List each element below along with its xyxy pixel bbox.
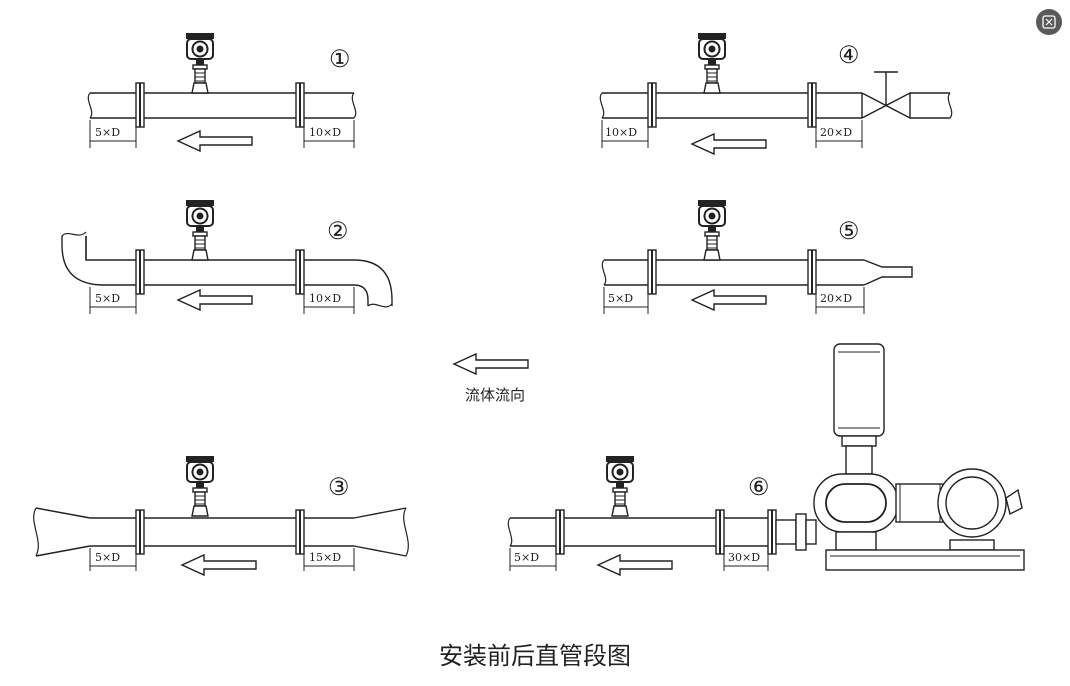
dimension-label-downstream: 10×D [605, 126, 637, 139]
flow-arrow-icon [181, 554, 257, 576]
dimension-label-upstream: 20×D [820, 126, 852, 139]
dimension-label-downstream: 5×D [95, 551, 120, 564]
case-number: ② [327, 217, 349, 245]
case-number: ④ [838, 41, 860, 69]
case-1: ① 5×D 10×D [87, 32, 357, 152]
flow-arrow-icon [177, 130, 253, 152]
case-4: ④ 10×D 20×D [599, 32, 953, 155]
figure-caption: 安装前后直管段图 [439, 642, 631, 670]
dimension-label-upstream: 10×D [309, 292, 341, 305]
case-number: ③ [328, 473, 350, 501]
dimension-label-downstream: 5×D [95, 292, 120, 305]
translate-icon [1042, 15, 1056, 29]
dimension-label-downstream: 5×D [95, 126, 120, 139]
case-2: ② 5×D 10×D [61, 199, 393, 314]
case-5: ⑤ 5×D 20×D [601, 199, 913, 314]
case-6: ⑥ 5×D 30×D [507, 343, 1025, 576]
translate-button[interactable] [1036, 9, 1062, 35]
flow-arrow-icon [691, 133, 767, 155]
case-number: ① [329, 45, 351, 73]
flow-arrow-icon [177, 289, 253, 311]
case-3: ③ 5×D 15×D [33, 455, 409, 576]
pump-unit-icon [775, 343, 1025, 571]
dimension-label-downstream: 5×D [514, 551, 539, 564]
dimension-label-upstream: 20×D [820, 292, 852, 305]
dimension-label-upstream: 15×D [309, 551, 341, 564]
flow-arrow-icon [597, 554, 673, 576]
case-number: ⑤ [838, 217, 860, 245]
case-number: ⑥ [748, 473, 770, 501]
dimension-label-upstream: 10×D [309, 126, 341, 139]
dimension-label-upstream: 30×D [728, 551, 760, 564]
flow-direction-legend-icon [453, 353, 529, 375]
dimension-label-downstream: 5×D [608, 292, 633, 305]
flow-arrow-icon [691, 289, 767, 311]
flow-direction-label: 流体流向 [464, 386, 525, 404]
